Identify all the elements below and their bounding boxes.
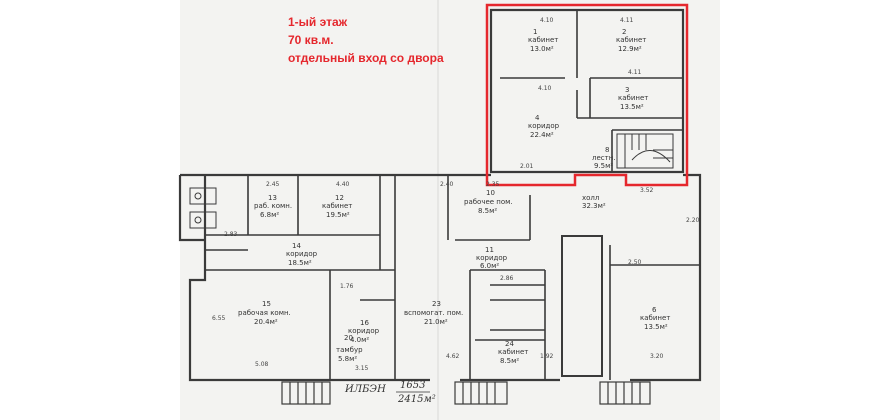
room-6-name: кабинет	[640, 314, 670, 322]
room-1-num: 1	[533, 28, 537, 36]
dim-8: 2.40	[440, 181, 454, 188]
interior-walls-lower	[205, 175, 700, 380]
dim-13: 4.62	[446, 353, 460, 360]
room-16-name: коридор	[348, 327, 380, 335]
stamp-line1: ИЛБЭН	[344, 384, 386, 395]
room-6-num: 6	[652, 306, 657, 314]
dim-3: 4.10	[538, 85, 552, 92]
room-12-name: кабинет	[322, 202, 352, 210]
interior-walls-upper	[500, 10, 683, 172]
entrance-porches	[281, 381, 651, 405]
dim-14: 1.92	[540, 353, 554, 360]
room-9-area: 32.3м²	[582, 202, 606, 210]
caption-entrance: отдельный вход со двора	[288, 51, 444, 65]
room-23-name: вспомогат. пом.	[404, 309, 463, 317]
dim-15: 3.20	[650, 353, 664, 360]
room-8-name: лестн.	[592, 154, 616, 162]
room-3-num: 3	[625, 86, 629, 94]
room-2-area: 12.9м²	[618, 45, 642, 53]
dim-9: 2.45	[266, 181, 280, 188]
room-24-name: кабинет	[498, 348, 528, 356]
room-15-area: 20.4м²	[254, 318, 278, 326]
room-14-area: 18.5м²	[288, 259, 312, 267]
room-2-name: кабинет	[616, 36, 646, 44]
caption-floor: 1-ый этаж	[288, 15, 348, 29]
room-labels: 1 кабинет 13.0м² 2 кабинет 12.9м² 3 каби…	[238, 28, 670, 365]
room-24-area: 8.5м²	[500, 357, 519, 365]
dim-17: 6.55	[212, 315, 226, 322]
room-12-num: 12	[335, 194, 344, 202]
room-13-name: раб. комн.	[254, 202, 292, 210]
room-3-name: кабинет	[618, 94, 648, 102]
stamp-line3: 2415м²	[397, 394, 436, 405]
room-4-name: коридор	[528, 122, 560, 130]
room-10-area: 8.5м²	[478, 207, 497, 215]
room-14-num: 14	[292, 242, 301, 250]
sanitary-fixtures	[189, 187, 217, 229]
room-14-name: коридор	[286, 250, 318, 258]
dim-16: 2.50	[628, 259, 642, 266]
staircase	[616, 133, 674, 169]
room-24-num: 24	[505, 340, 514, 348]
room-16-num: 16	[360, 319, 369, 327]
dim-18: 2.83	[224, 231, 238, 238]
room-11-num: 11	[485, 246, 494, 254]
room-13-area: 6.8м²	[260, 211, 279, 219]
plan-stamp: ИЛБЭН 1653 2415м²	[344, 380, 436, 405]
stamp-line2: 1653	[400, 380, 425, 391]
dim-1: 4.10	[540, 17, 554, 24]
dim-20: 2.86	[500, 275, 514, 282]
room-20-name: тамбур	[336, 346, 363, 354]
room-9-name: холл	[582, 194, 599, 202]
room-13-num: 13	[268, 194, 277, 202]
room-4-num: 4	[535, 114, 540, 122]
outer-walls	[178, 8, 702, 382]
room-8-area: 9.5м²	[594, 162, 613, 170]
room-6-area: 13.5м²	[644, 323, 668, 331]
room-4-area: 22.4м²	[530, 131, 554, 139]
dim-2: 4.11	[620, 17, 634, 24]
dim-12: 3.15	[355, 365, 369, 372]
room-20-area: 5.8м²	[338, 355, 357, 363]
dim-19: 1.76	[340, 283, 354, 290]
dim-4: 4.11	[628, 69, 642, 76]
room-10-name: рабочее пом.	[464, 198, 513, 206]
dim-7: 3.52	[640, 187, 654, 194]
dim-10: 4.40	[336, 181, 350, 188]
highlighted-area-outline	[485, 3, 689, 187]
room-11-area: 6.0м²	[480, 262, 499, 270]
dim-5: 2.01	[520, 163, 534, 170]
room-3-area: 13.5м²	[620, 103, 644, 111]
room-10-num: 10	[486, 189, 495, 197]
room-16-area: 4.0м²	[350, 336, 369, 344]
dim-11: 5.08	[255, 361, 269, 368]
dim-6: 2.35	[486, 181, 500, 188]
room-2-num: 2	[622, 28, 626, 36]
room-11-name: коридор	[476, 254, 508, 262]
room-20-num: 20	[344, 334, 353, 342]
room-1-name: кабинет	[528, 36, 558, 44]
dim-21: 2.20	[686, 217, 700, 224]
plan-sheet	[180, 0, 720, 420]
room-23-area: 21.0м²	[424, 318, 448, 326]
room-8-num: 8	[605, 146, 609, 154]
room-23-num: 23	[432, 300, 441, 308]
room-12-area: 19.5м²	[326, 211, 350, 219]
dimension-labels: 4.10 4.11 4.10 4.11 2.01 2.35 3.52 2.40 …	[212, 17, 700, 372]
room-1-area: 13.0м²	[530, 45, 554, 53]
caption-area: 70 кв.м.	[288, 33, 334, 47]
room-15-name: рабочая комн.	[238, 309, 291, 317]
stair-shaft	[561, 235, 603, 377]
room-15-num: 15	[262, 300, 271, 308]
